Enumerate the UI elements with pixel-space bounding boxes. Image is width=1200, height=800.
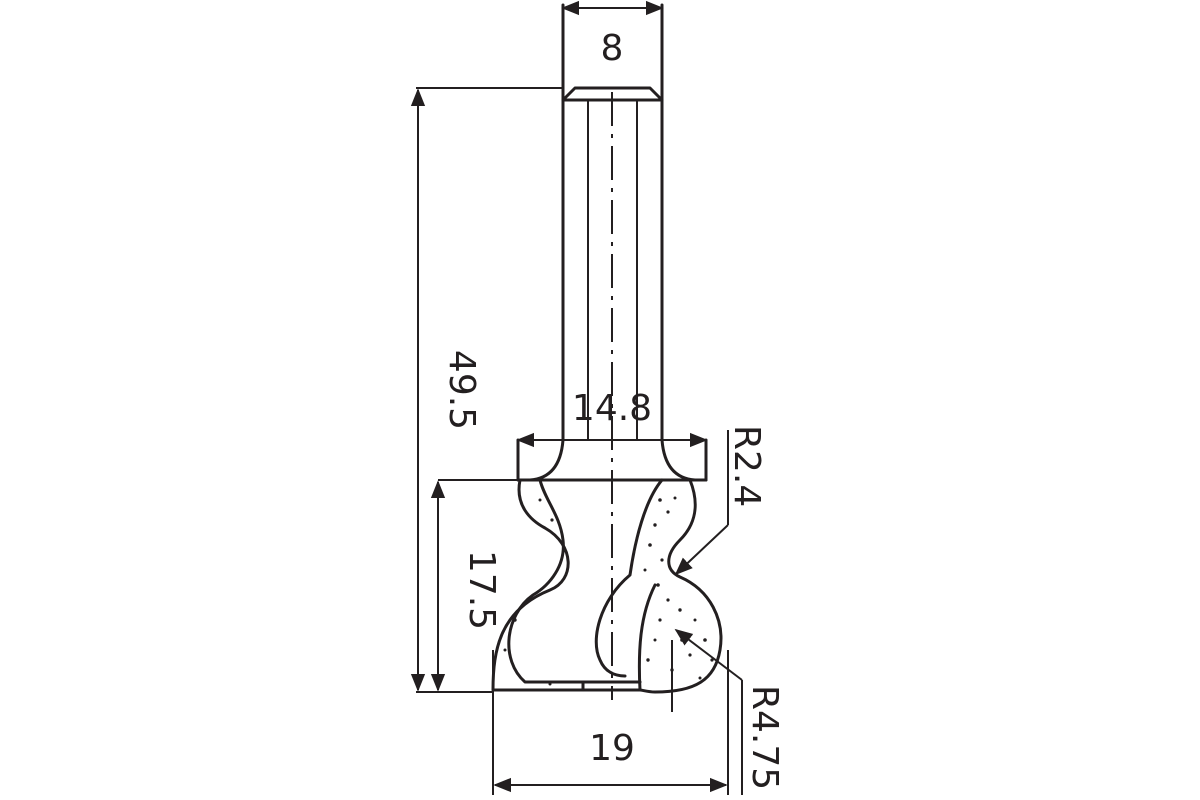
carbide-grit [503, 496, 714, 686]
radius-callout-bottom: R4.75 [671, 628, 785, 795]
dim-shank-diameter-text: 8 [601, 28, 624, 69]
dimension-shank-diameter: 8 [561, 0, 664, 69]
dimension-cutting-diameter: 19 [492, 650, 729, 795]
dim-collar-diameter-text: 14.8 [572, 388, 652, 429]
dimension-cutting-height: 17.5 [430, 479, 518, 692]
dimension-total-length: 49.5 [410, 87, 563, 693]
dim-total-length-text: 49.5 [441, 350, 482, 430]
cutter-body [491, 478, 723, 694]
dim-radius-bottom-text: R4.75 [744, 685, 785, 790]
shank [561, 3, 664, 442]
dim-cutting-height-text: 17.5 [461, 550, 502, 630]
dim-radius-top-text: R2.4 [726, 425, 767, 507]
dim-cutting-diameter-text: 19 [589, 728, 635, 769]
dimension-collar-diameter: 14.8 [516, 388, 708, 448]
radius-callout-top: R2.4 [674, 425, 767, 576]
